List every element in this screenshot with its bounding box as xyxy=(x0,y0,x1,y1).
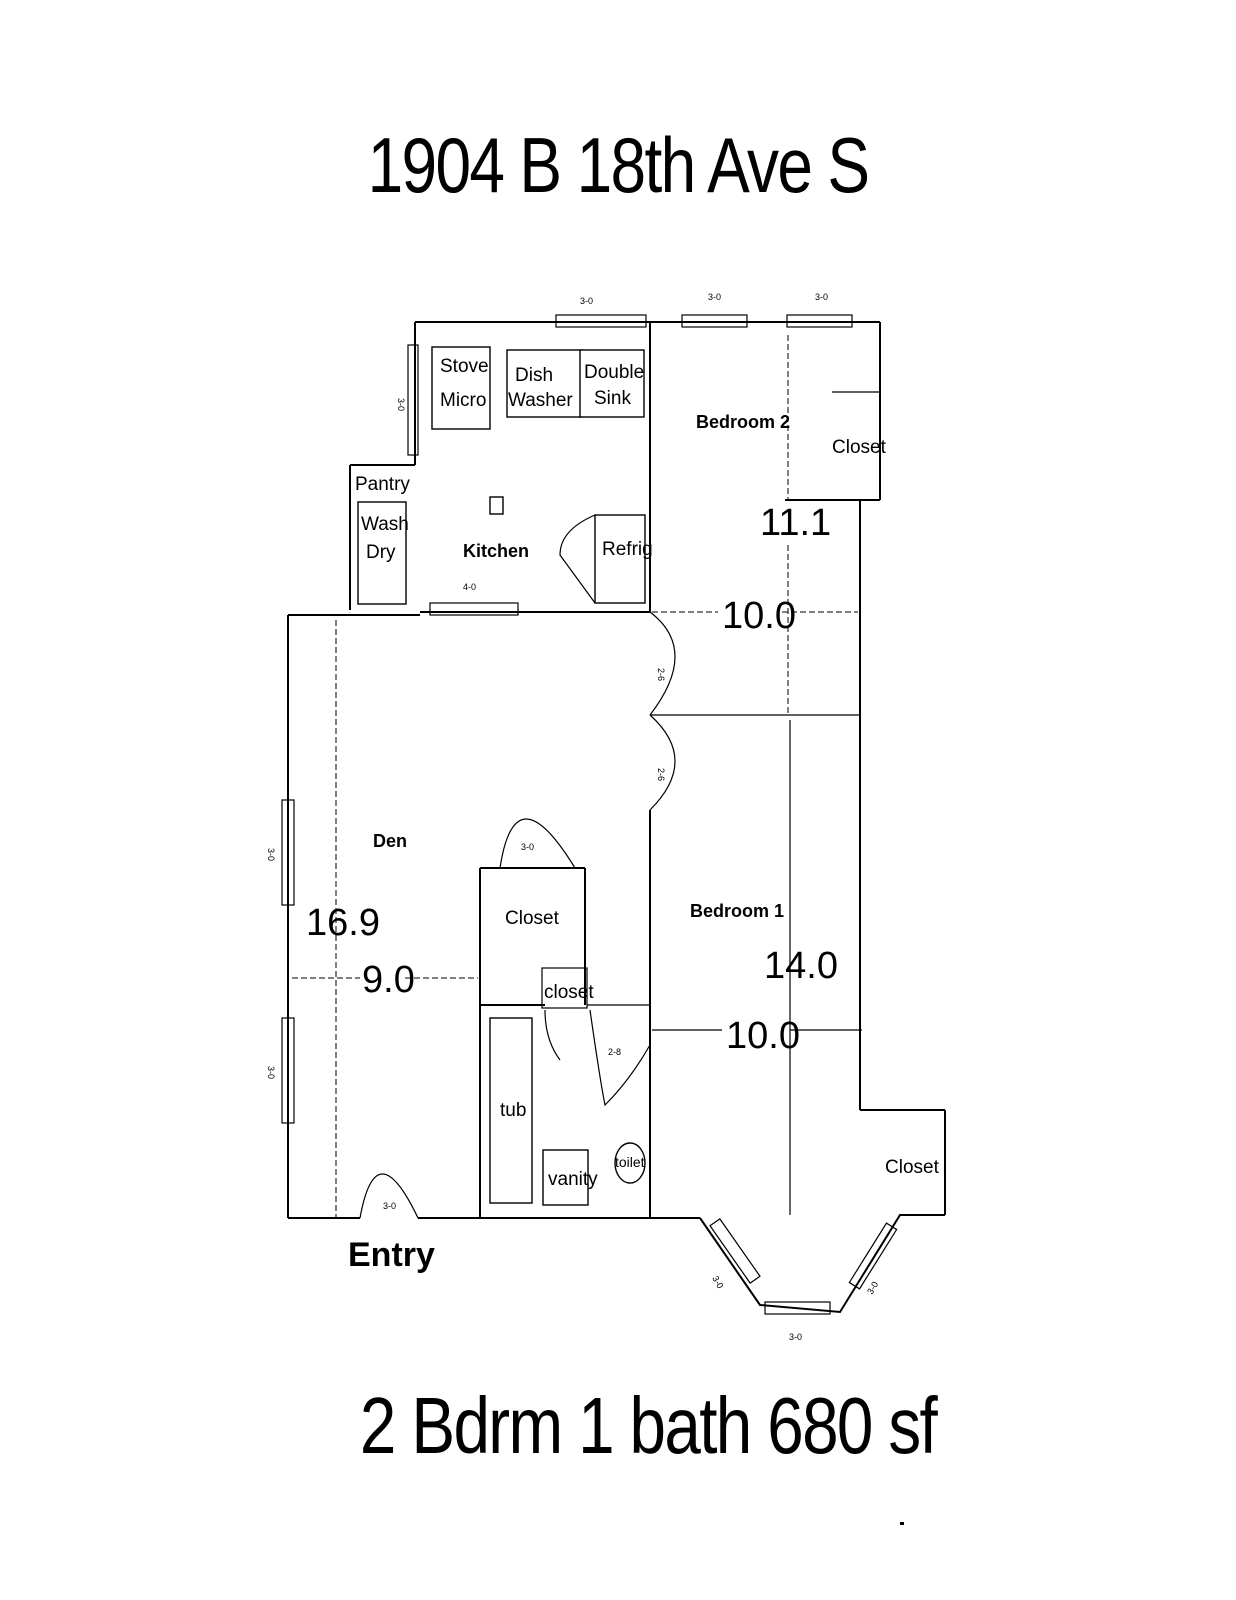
bedroom2-label: Bedroom 2 xyxy=(696,412,790,432)
kitchen-label: Kitchen xyxy=(463,541,529,561)
kitchen-island-post xyxy=(489,496,504,515)
wash-label: Wash xyxy=(361,514,409,535)
tub-label: tub xyxy=(500,1100,526,1121)
bed2-door-size: 2-6 xyxy=(656,668,666,681)
bay-right-size: 3-0 xyxy=(865,1280,880,1296)
dishwasher xyxy=(506,349,583,418)
bed1-door-swing xyxy=(649,714,676,811)
bay-window-wall xyxy=(699,1214,945,1314)
unit-summary: 2 Bdrm 1 bath 680 sf xyxy=(359,1381,938,1470)
closet1-label: Closet xyxy=(885,1157,940,1178)
entry-door-size: 3-0 xyxy=(383,1201,396,1211)
small-closet-box xyxy=(541,967,588,1009)
toilet-label: toilet xyxy=(615,1154,645,1170)
bedroom1-label: Bedroom 1 xyxy=(690,901,784,921)
window-kitchen-left xyxy=(407,344,419,456)
vanity-label: vanity xyxy=(548,1169,598,1190)
refrig-door-swing xyxy=(559,514,596,604)
small-closet-door-swing xyxy=(544,1009,561,1061)
bay-window-right xyxy=(848,1222,898,1290)
bed1-door-size: 2-6 xyxy=(656,768,666,781)
stove-micro xyxy=(431,346,491,430)
sink-label-2: Sink xyxy=(594,388,631,409)
bed2-length-label: 11.1 xyxy=(760,502,831,544)
window-kitchen-size: 3-0 xyxy=(580,296,593,306)
bay-window-bottom xyxy=(764,1301,831,1315)
closet-door-size: 3-0 xyxy=(521,842,534,852)
bath-door-swing xyxy=(589,1009,651,1107)
entry-label: Entry xyxy=(348,1236,435,1274)
window-bed2-size: 3-0 xyxy=(708,292,721,302)
window-kitchen-left-size: 3-0 xyxy=(396,398,406,411)
toilet xyxy=(614,1142,646,1184)
bay-bottom-size: 3-0 xyxy=(789,1332,802,1342)
den-label: Den xyxy=(373,831,407,851)
bed1-length-label: 14.0 xyxy=(764,945,838,987)
page-title: 1904 B 18th Ave S xyxy=(367,121,870,209)
window-closet2-top xyxy=(786,314,853,328)
bay-left-size: 3-0 xyxy=(710,1274,725,1290)
sink-label-1: Double xyxy=(584,362,644,383)
refrigerator xyxy=(594,514,646,604)
opening-kitchen xyxy=(429,602,519,616)
small-closet-label: closet xyxy=(544,982,594,1003)
window-bed2-top xyxy=(681,314,748,328)
window-den-lower-size: 3-0 xyxy=(266,1066,276,1079)
refrig-label: Refrig xyxy=(602,539,653,560)
bed2-door-swing xyxy=(649,611,676,716)
window-den-left-upper xyxy=(281,799,295,906)
window-kitchen-top xyxy=(555,314,647,328)
scan-speck xyxy=(900,1522,904,1525)
stove-label-2: Micro xyxy=(440,390,486,411)
closet2-label: Closet xyxy=(832,437,887,458)
closet-door-swing xyxy=(499,818,576,869)
hall-closet-label: Closet xyxy=(505,908,560,929)
window-den-left-lower xyxy=(281,1017,295,1124)
stove-label-1: Stove xyxy=(440,356,489,377)
pantry-label: Pantry xyxy=(355,474,410,495)
entry-door-swing xyxy=(359,1173,419,1219)
kitchen-opening-size: 4-0 xyxy=(463,582,476,592)
bath-door-size: 2-8 xyxy=(608,1047,621,1057)
window-den-upper-size: 3-0 xyxy=(266,848,276,861)
dry-label: Dry xyxy=(366,542,396,563)
dish-label-2: Washer xyxy=(508,390,573,411)
vanity xyxy=(542,1149,589,1206)
double-sink xyxy=(579,349,645,418)
bed2-width-label: 10.0 xyxy=(722,595,796,637)
dish-label-1: Dish xyxy=(515,365,553,386)
washer-dryer xyxy=(357,501,407,605)
bathtub xyxy=(489,1017,533,1204)
den-width-label: 9.0 xyxy=(362,959,415,1001)
window-closet2-size: 3-0 xyxy=(815,292,828,302)
bed1-width-label: 10.0 xyxy=(726,1015,800,1057)
bay-window-left xyxy=(709,1218,761,1284)
den-length-label: 16.9 xyxy=(306,902,380,944)
